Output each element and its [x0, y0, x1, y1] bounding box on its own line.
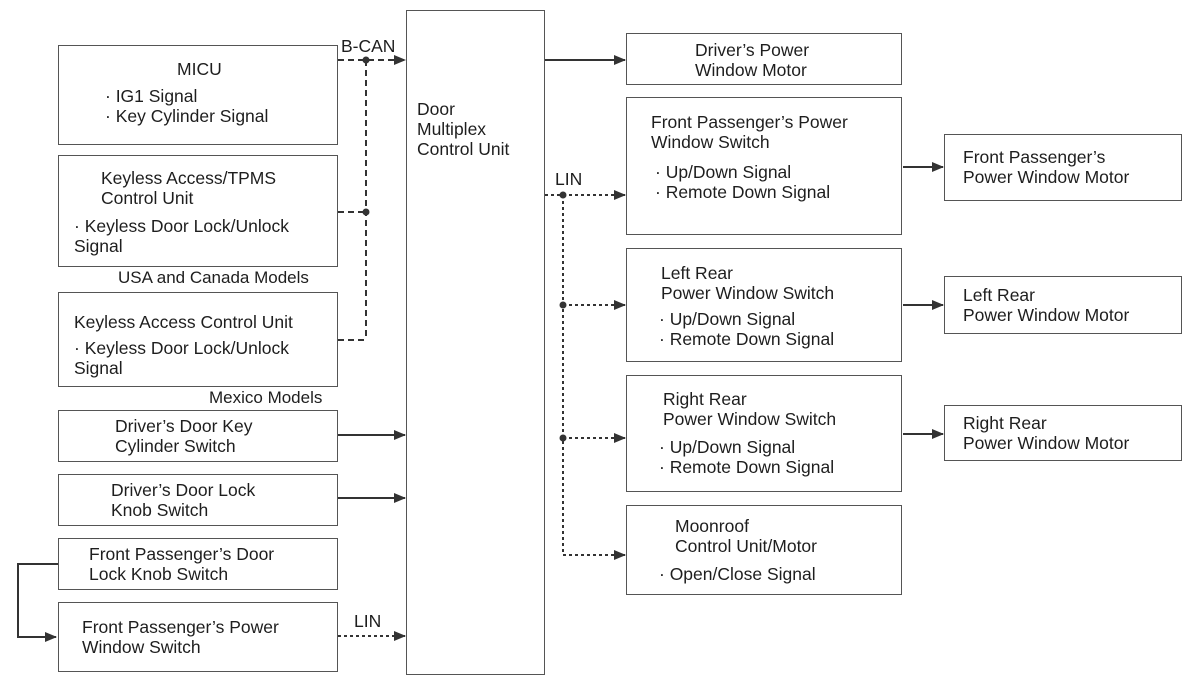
- control-unit-label: Control Unit: [417, 139, 510, 159]
- lr-pw-switch-title: Left Rear: [661, 263, 733, 283]
- fp-pw-switch-box: Front Passenger’s Power Window Switch · …: [626, 97, 902, 235]
- control-unit-label: Multiplex: [417, 119, 487, 139]
- keyless-tpms-title: Control Unit: [101, 188, 194, 208]
- key-cylinder-switch-box: Driver’s Door Key Cylinder Switch: [58, 410, 338, 462]
- bcan-junction-dot: [362, 208, 370, 216]
- lock-knob-switch-label: Knob Switch: [111, 500, 209, 520]
- rr-pw-motor-label: Right Rear: [963, 413, 1047, 433]
- fp-pw-switch-signal: · Remote Down Signal: [655, 182, 831, 202]
- driver-pw-motor-box: Driver’s Power Window Motor: [626, 33, 902, 85]
- fp-pw-motor-label: Front Passenger’s: [963, 147, 1106, 167]
- fp-pw-motor-box: Front Passenger’s Power Window Motor: [944, 134, 1182, 201]
- fp-pw-switch-signal: · Up/Down Signal: [655, 162, 792, 182]
- fp-pw-motor-label: Power Window Motor: [963, 167, 1130, 187]
- lr-pw-switch-box: Left Rear Power Window Switch · Up/Down …: [626, 248, 902, 362]
- usa-canada-note: USA and Canada Models: [118, 268, 309, 287]
- fp-pw-switch-input-label: Front Passenger’s Power: [82, 617, 279, 637]
- fp-pw-switch-input-box: Front Passenger’s Power Window Switch: [58, 602, 338, 672]
- rr-pw-switch-signal: · Remote Down Signal: [659, 457, 835, 477]
- key-cylinder-switch-label: Cylinder Switch: [115, 436, 236, 456]
- control-unit-label: Door: [417, 99, 455, 119]
- lr-pw-motor-label: Left Rear: [963, 285, 1035, 305]
- micu-box: MICU · IG1 Signal · Key Cylinder Signal: [58, 45, 338, 145]
- lin-junction-dot: [559, 434, 567, 442]
- rr-pw-switch-title: Right Rear: [663, 389, 747, 409]
- micu-signal: · Key Cylinder Signal: [105, 106, 269, 126]
- micu-title: MICU: [177, 59, 222, 79]
- rr-pw-motor-box: Right Rear Power Window Motor: [944, 405, 1182, 461]
- fp-lock-knob-switch-label: Lock Knob Switch: [89, 564, 229, 584]
- keyless-tpms-signal: · Keyless Door Lock/Unlock: [74, 216, 289, 236]
- rr-pw-switch-box: Right Rear Power Window Switch · Up/Down…: [626, 375, 902, 492]
- fp-lock-knob-switch-box: Front Passenger’s Door Lock Knob Switch: [58, 538, 338, 590]
- lr-pw-switch-title: Power Window Switch: [661, 283, 835, 303]
- rr-pw-switch-signal: · Up/Down Signal: [659, 437, 796, 457]
- keyless-tpms-title: Keyless Access/TPMS: [101, 168, 277, 188]
- lr-pw-switch-signal: · Remote Down Signal: [659, 329, 835, 349]
- fp-pw-switch-title: Front Passenger’s Power: [651, 112, 848, 132]
- mexico-note: Mexico Models: [209, 388, 323, 407]
- micu-signal: · IG1 Signal: [105, 86, 198, 106]
- keyless-tpms-signal: Signal: [74, 236, 123, 256]
- lr-pw-switch-signal: · Up/Down Signal: [659, 309, 796, 329]
- keyless-access-signal: · Keyless Door Lock/Unlock: [74, 338, 289, 358]
- lin-label: LIN: [555, 169, 583, 189]
- lin-junction-dot: [559, 191, 567, 199]
- keyless-access-box: Keyless Access Control Unit · Keyless Do…: [58, 292, 338, 387]
- keyless-access-title: Keyless Access Control Unit: [74, 312, 293, 332]
- fp-pw-switch-title: Window Switch: [651, 132, 770, 152]
- fp-pw-switch-input-label: Window Switch: [82, 637, 201, 657]
- lock-knob-switch-box: Driver’s Door Lock Knob Switch: [58, 474, 338, 526]
- bcan-label: B-CAN: [341, 36, 396, 56]
- bcan-junction-dot: [362, 56, 370, 64]
- lock-knob-switch-label: Driver’s Door Lock: [111, 480, 256, 500]
- driver-pw-motor-label: Driver’s Power: [695, 40, 810, 60]
- moonroof-signal: · Open/Close Signal: [659, 564, 816, 584]
- keyless-access-signal: Signal: [74, 358, 123, 378]
- moonroof-title: Control Unit/Motor: [675, 536, 817, 556]
- moonroof-title: Moonroof: [675, 516, 749, 536]
- driver-pw-motor-label: Window Motor: [695, 60, 807, 80]
- moonroof-box: Moonroof Control Unit/Motor · Open/Close…: [626, 505, 902, 595]
- fp-lock-knob-line: [17, 563, 58, 642]
- lin-label: LIN: [354, 611, 382, 631]
- door-multiplex-control-unit: Door Multiplex Control Unit: [406, 10, 545, 675]
- fp-lock-knob-switch-label: Front Passenger’s Door: [89, 544, 275, 564]
- lin-junction-dot: [559, 301, 567, 309]
- rr-pw-switch-title: Power Window Switch: [663, 409, 837, 429]
- keyless-tpms-box: Keyless Access/TPMS Control Unit · Keyle…: [58, 155, 338, 267]
- rr-pw-motor-label: Power Window Motor: [963, 433, 1130, 453]
- key-cylinder-switch-label: Driver’s Door Key: [115, 416, 253, 436]
- lr-pw-motor-label: Power Window Motor: [963, 305, 1130, 325]
- lr-pw-motor-box: Left Rear Power Window Motor: [944, 276, 1182, 334]
